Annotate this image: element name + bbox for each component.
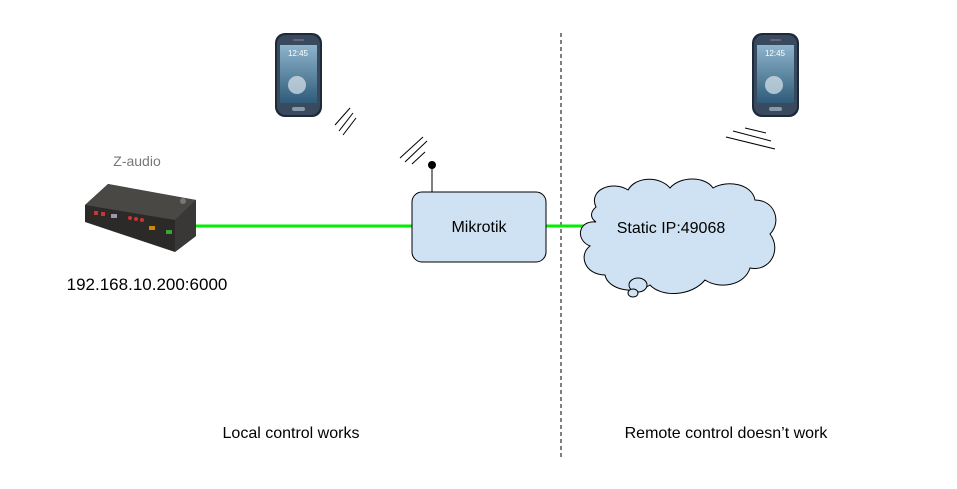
thought-bubble (627, 288, 639, 298)
antenna-tip-icon (428, 161, 436, 169)
local-phone-clock: 12:45 (288, 49, 309, 58)
internet-cloud-shape (580, 178, 777, 295)
cloud-label: Static IP:49068 (617, 220, 726, 237)
mikrotik-router-node (411, 191, 547, 263)
local-phone-icon (275, 33, 322, 117)
router-label: Mikrotik (451, 219, 507, 236)
device-address: 192.168.10.200:6000 (67, 275, 228, 294)
remote-phone-icon (752, 33, 799, 117)
remote-caption: Remote control doesn’t work (625, 425, 829, 442)
device-label: Z-audio (113, 153, 161, 169)
z-audio-device-icon (85, 184, 196, 252)
wireless-signal-icon (334, 107, 776, 165)
remote-phone-clock: 12:45 (765, 49, 786, 58)
local-caption: Local control works (223, 425, 360, 442)
